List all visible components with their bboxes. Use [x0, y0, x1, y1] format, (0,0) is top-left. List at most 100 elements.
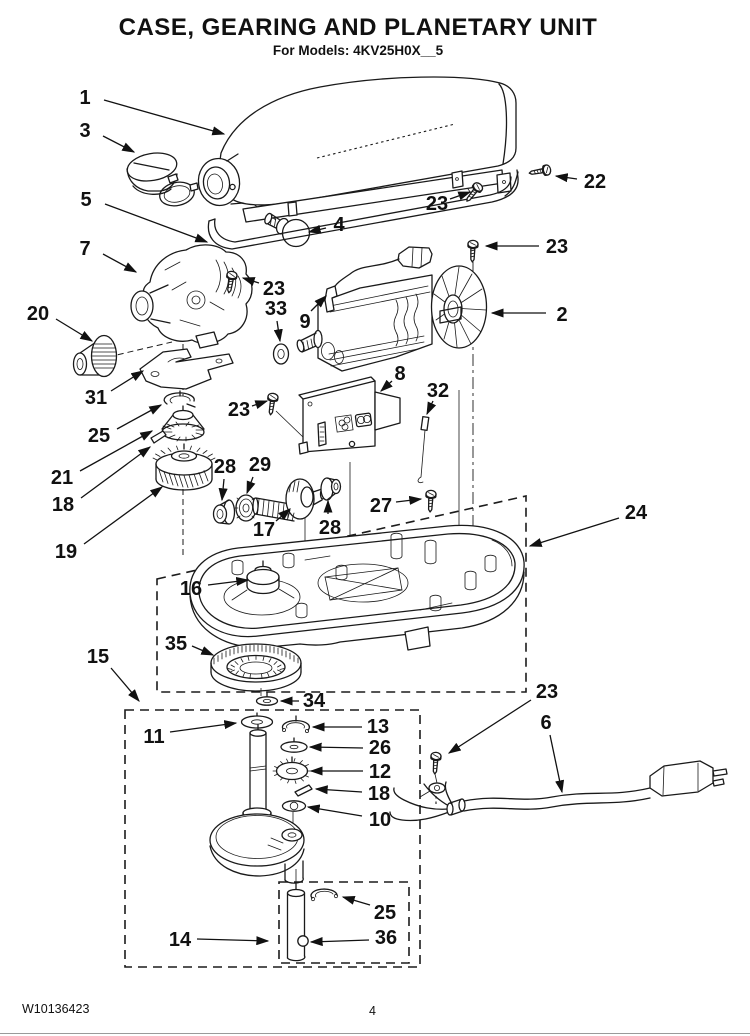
- callout-number: 31: [85, 387, 107, 409]
- retaining-ring-upper: [163, 390, 196, 408]
- callout-number: 10: [369, 809, 391, 831]
- screw-23-motor: [466, 239, 479, 263]
- gearbox-housing: [130, 244, 253, 349]
- callout-number: 22: [584, 171, 606, 193]
- callout-number: 21: [51, 467, 73, 489]
- callout-number: 15: [87, 646, 109, 668]
- callout-arrow: [275, 508, 291, 522]
- callout-arrow: [306, 804, 363, 817]
- callout-c31: 31: [85, 370, 145, 409]
- callout-arrow: [102, 135, 136, 153]
- callout-arrow: [449, 191, 472, 201]
- callout-c20: 20: [27, 303, 94, 342]
- motor-washer: [272, 343, 290, 365]
- callout-arrow: [83, 486, 164, 545]
- callout-number: 13: [367, 716, 389, 738]
- callout-arrow: [528, 517, 620, 547]
- models-subtitle: For Models: 4KV25H0X__5: [272, 43, 444, 58]
- page-header: CASE, GEARING AND PLANETARY UNIT For Mod…: [0, 14, 716, 58]
- callout-arrow: [241, 277, 260, 286]
- callout-c3: 3: [79, 120, 136, 153]
- control-board: [298, 376, 401, 455]
- callout-arrow: [308, 742, 364, 752]
- callout-c26: 26: [308, 737, 391, 759]
- callout-number: 25: [374, 902, 396, 924]
- screw-22: [527, 163, 553, 179]
- worm-gear: [72, 334, 118, 378]
- callout-c35: 35: [165, 633, 215, 656]
- callout-arrow: [447, 699, 532, 754]
- callout-arrow: [341, 895, 371, 906]
- callout-c25b: 25: [341, 895, 396, 924]
- callout-number: 3: [79, 120, 90, 142]
- washer-34: [255, 691, 279, 706]
- callout-c27: 27: [370, 495, 423, 517]
- callout-number: 14: [169, 929, 192, 951]
- trim-band: [207, 169, 519, 250]
- callout-number: 16: [180, 578, 202, 600]
- callout-number: 32: [427, 380, 449, 402]
- wire-harness: [324, 246, 433, 313]
- callout-c17: 17: [253, 508, 291, 541]
- callout-arrow: [104, 203, 209, 243]
- callout-c29: 29: [246, 454, 271, 495]
- worm-shaft: [252, 478, 326, 522]
- page-title: CASE, GEARING AND PLANETARY UNIT: [118, 14, 598, 41]
- planetary-shaft-assembly: [209, 712, 305, 884]
- attachment-hub: [197, 153, 244, 207]
- callout-c1: 1: [79, 87, 226, 136]
- callout-arrow: [426, 400, 437, 416]
- callout-c28a: 28: [214, 456, 236, 502]
- callout-c14: 14: [169, 929, 270, 951]
- callout-arrow: [309, 937, 370, 947]
- callout-number: 5: [80, 189, 91, 211]
- callout-arrow: [116, 404, 163, 430]
- callout-number: 19: [55, 541, 77, 563]
- callout-arrow: [218, 478, 228, 502]
- callout-c15: 15: [87, 646, 140, 702]
- callout-arrow: [395, 495, 423, 505]
- spring: [417, 415, 430, 484]
- callout-number: 23: [536, 681, 558, 703]
- callout-number: 7: [79, 238, 90, 260]
- callout-number: 33: [265, 298, 287, 320]
- callout-arrow: [79, 430, 154, 472]
- callout-arrow: [314, 785, 363, 795]
- callout-c13: 13: [311, 716, 389, 738]
- callout-c9: 9: [299, 295, 327, 333]
- screw-27: [424, 489, 437, 513]
- callout-c21: 21: [51, 430, 154, 489]
- callout-arrow: [307, 224, 327, 234]
- footer-rule: [0, 1033, 750, 1034]
- pinion-gear-12: [272, 756, 312, 784]
- callout-c5: 5: [80, 189, 209, 243]
- callout-arrow: [554, 173, 578, 183]
- callout-c4: 4: [307, 214, 345, 236]
- callout-number: 20: [27, 303, 49, 325]
- callout-c18b: 18: [314, 783, 390, 805]
- callout-number: 18: [52, 494, 74, 516]
- callout-number: 23: [426, 193, 448, 215]
- snap-ring-13: [281, 715, 311, 734]
- callout-arrow: [196, 936, 270, 946]
- callout-c23d: 23: [228, 399, 269, 421]
- power-cord: [389, 760, 728, 822]
- callout-number: 23: [546, 236, 568, 258]
- callout-c7: 7: [79, 238, 138, 273]
- callout-arrow: [246, 476, 256, 495]
- callout-number: 1: [79, 87, 90, 109]
- hub-pin: [264, 212, 311, 248]
- callout-number: 27: [370, 495, 392, 517]
- screw-23-board: [264, 392, 280, 417]
- callout-c25a: 25: [88, 404, 163, 447]
- washer-26: [280, 737, 308, 753]
- callout-number: 6: [540, 712, 551, 734]
- callout-c8: 8: [380, 363, 406, 392]
- callout-number: 17: [253, 519, 275, 541]
- planetary-group-box: [124, 709, 421, 968]
- callout-number: 26: [369, 737, 391, 759]
- upper-case: [219, 76, 517, 223]
